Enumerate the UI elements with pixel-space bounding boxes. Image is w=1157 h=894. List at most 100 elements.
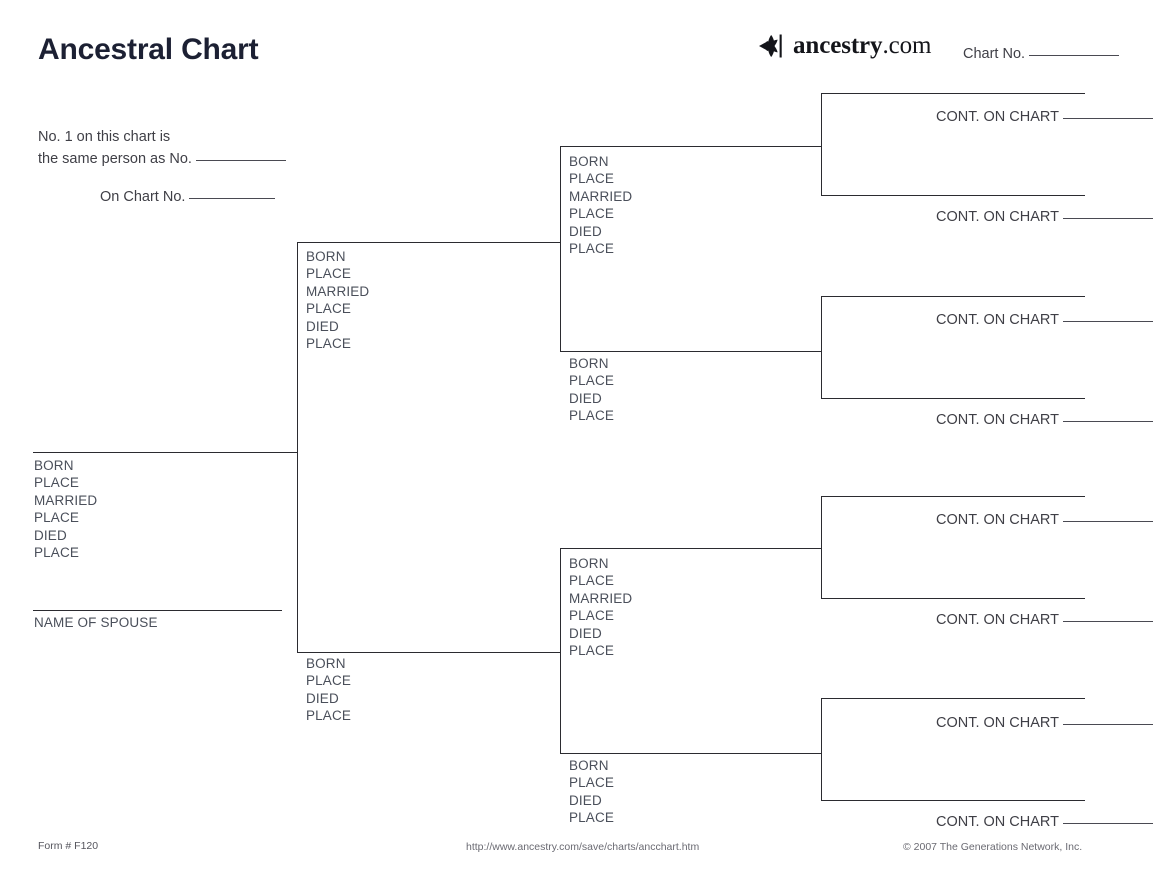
gen2-father-married-label: MARRIED [306, 283, 370, 299]
gen4-bracket-1-spine [821, 93, 822, 195]
gen3-b-line[interactable] [560, 351, 821, 352]
gen2-father-died-label: DIED [306, 318, 339, 334]
cont-on-chart-6-label: CONT. ON CHART [936, 612, 1059, 628]
gen3-c-fields: BORN PLACE MARRIED PLACE DIED PLACE [569, 555, 632, 659]
person1-name-line[interactable] [33, 452, 297, 453]
cont-on-chart-4[interactable]: CONT. ON CHART [936, 412, 1153, 428]
gen3-c-born-label: BORN [569, 556, 609, 571]
gen4-person-7-line[interactable] [821, 698, 1085, 699]
person1-spouse-label: NAME OF SPOUSE [34, 615, 158, 630]
gen3-d-line[interactable] [560, 753, 821, 754]
same-person-note: No. 1 on this chart is the same person a… [38, 126, 286, 208]
gen2-father-line[interactable] [297, 242, 560, 243]
page-title: Ancestral Chart [38, 33, 259, 66]
cont-on-chart-5-label: CONT. ON CHART [936, 512, 1059, 528]
gen2-bracket-spine [297, 242, 298, 653]
note-line-3-wrap: On Chart No. [38, 186, 286, 208]
gen3-b-fields: BORN PLACE DIED PLACE [569, 355, 614, 425]
cont-on-chart-6-blank[interactable] [1062, 621, 1153, 622]
cont-on-chart-7-blank[interactable] [1062, 724, 1153, 725]
gen2-father-fields: BORN PLACE MARRIED PLACE DIED PLACE [306, 248, 369, 352]
cont-on-chart-4-blank[interactable] [1062, 421, 1153, 422]
person1-spouse-line[interactable] [33, 610, 282, 611]
cont-on-chart-4-label: CONT. ON CHART [936, 412, 1059, 428]
gen4-person-3-line[interactable] [821, 296, 1085, 297]
person1-fields: BORN PLACE MARRIED PLACE DIED PLACE [34, 457, 97, 561]
ancestry-leaf-icon [757, 33, 791, 59]
gen3-d-fields: BORN PLACE DIED PLACE [569, 757, 614, 827]
cont-on-chart-3-blank[interactable] [1062, 321, 1153, 322]
gen4-bracket-3-spine [821, 496, 822, 598]
gen3-b-death-place-label: PLACE [569, 408, 615, 424]
gen4-person-1-line[interactable] [821, 93, 1085, 94]
cont-on-chart-2-blank[interactable] [1062, 218, 1153, 219]
cont-on-chart-7-label: CONT. ON CHART [936, 715, 1059, 731]
cont-on-chart-8[interactable]: CONT. ON CHART [936, 814, 1153, 830]
gen2-mother-born-label: BORN [306, 656, 346, 671]
gen3-a-fields: BORN PLACE MARRIED PLACE DIED PLACE [569, 153, 632, 257]
gen3-c-death-place-label: PLACE [569, 643, 615, 659]
cont-on-chart-8-blank[interactable] [1062, 823, 1153, 824]
gen3-c-married-label: MARRIED [569, 590, 633, 606]
cont-on-chart-1[interactable]: CONT. ON CHART [936, 109, 1153, 125]
gen3-d-birth-place-label: PLACE [569, 775, 615, 791]
note-line-2: the same person as No. [38, 151, 192, 167]
gen3-d-death-place-label: PLACE [569, 810, 615, 826]
gen2-mother-line[interactable] [297, 652, 560, 653]
on-chart-no-blank[interactable] [189, 198, 276, 199]
gen3-lower-bracket-spine [560, 548, 561, 753]
note-line-2-wrap: the same person as No. [38, 148, 286, 170]
cont-on-chart-7[interactable]: CONT. ON CHART [936, 715, 1153, 731]
note-line-1: No. 1 on this chart is [38, 129, 171, 145]
note-line-3: On Chart No. [100, 189, 186, 205]
chart-no-label: Chart No. [963, 46, 1026, 62]
person1-marriage-place-label: PLACE [34, 510, 80, 526]
gen2-mother-died-label: DIED [306, 690, 339, 706]
brand-tld: .com [882, 32, 932, 59]
cont-on-chart-1-blank[interactable] [1062, 118, 1153, 119]
gen4-person-5-line[interactable] [821, 496, 1085, 497]
gen3-b-died-label: DIED [569, 390, 602, 406]
gen3-c-line[interactable] [560, 548, 821, 549]
gen3-a-death-place-label: PLACE [569, 241, 615, 257]
cont-on-chart-8-label: CONT. ON CHART [936, 814, 1059, 830]
gen3-a-married-label: MARRIED [569, 188, 633, 204]
chart-no-blank[interactable] [1029, 55, 1120, 56]
gen4-person-2-line[interactable] [821, 195, 1085, 196]
gen3-a-birth-place-label: PLACE [569, 171, 615, 187]
cont-on-chart-5-blank[interactable] [1062, 521, 1153, 522]
cont-on-chart-3[interactable]: CONT. ON CHART [936, 312, 1153, 328]
person1-born-label: BORN [34, 458, 74, 473]
cont-on-chart-1-label: CONT. ON CHART [936, 109, 1059, 125]
gen3-upper-bracket-spine [560, 146, 561, 351]
gen4-person-4-line[interactable] [821, 398, 1085, 399]
gen3-c-marriage-place-label: PLACE [569, 608, 615, 624]
ancestry-brand: ancestry.com [757, 31, 931, 61]
cont-on-chart-6[interactable]: CONT. ON CHART [936, 612, 1153, 628]
footer-url: http://www.ancestry.com/save/charts/ancc… [466, 841, 700, 853]
cont-on-chart-5[interactable]: CONT. ON CHART [936, 512, 1153, 528]
gen2-father-born-label: BORN [306, 249, 346, 264]
person1-death-place-label: PLACE [34, 545, 80, 561]
brand-name: ancestry [793, 32, 883, 59]
gen4-person-6-line[interactable] [821, 598, 1085, 599]
gen3-b-birth-place-label: PLACE [569, 373, 615, 389]
gen4-person-8-line[interactable] [821, 800, 1085, 801]
footer-form-number: Form # F120 [38, 840, 99, 852]
gen2-mother-death-place-label: PLACE [306, 708, 352, 724]
gen2-father-marriage-place-label: PLACE [306, 301, 352, 317]
gen2-mother-birth-place-label: PLACE [306, 673, 352, 689]
gen3-a-line[interactable] [560, 146, 821, 147]
gen3-a-marriage-place-label: PLACE [569, 206, 615, 222]
gen2-father-birth-place-label: PLACE [306, 266, 352, 282]
footer-copyright: © 2007 The Generations Network, Inc. [903, 841, 1083, 853]
gen3-b-born-label: BORN [569, 356, 609, 371]
gen3-d-born-label: BORN [569, 758, 609, 773]
gen3-a-died-label: DIED [569, 223, 602, 239]
chart-no-field[interactable]: Chart No. [963, 46, 1120, 62]
cont-on-chart-2[interactable]: CONT. ON CHART [936, 209, 1153, 225]
cont-on-chart-2-label: CONT. ON CHART [936, 209, 1059, 225]
same-person-no-blank[interactable] [195, 160, 286, 161]
ancestry-wordmark: ancestry.com [793, 32, 931, 60]
